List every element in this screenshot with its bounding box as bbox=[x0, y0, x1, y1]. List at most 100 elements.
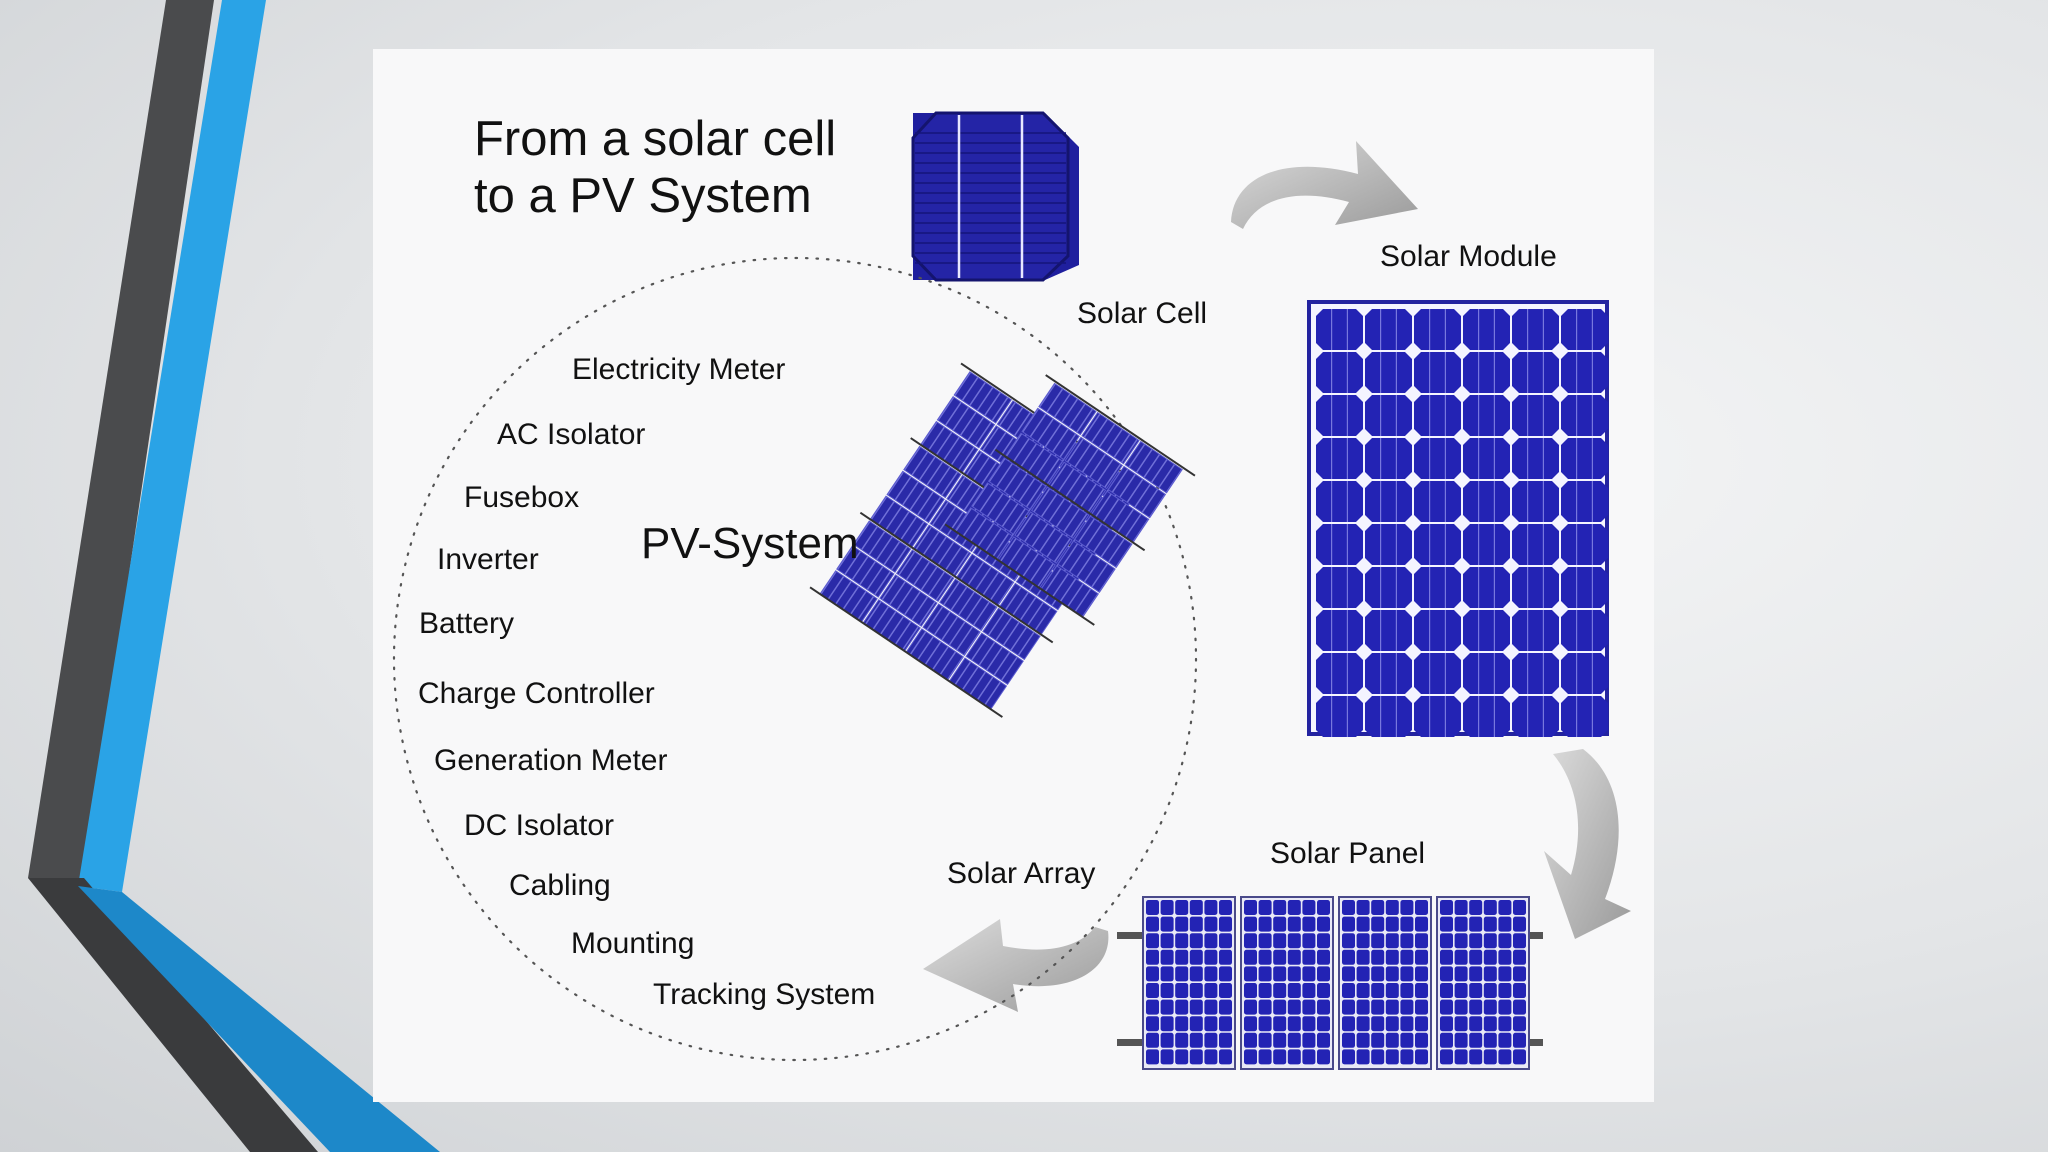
panel-cell bbox=[1287, 916, 1301, 932]
panel-cell bbox=[1302, 1049, 1316, 1065]
mounting-rail bbox=[1045, 374, 1196, 477]
panel-cell bbox=[1146, 949, 1159, 965]
panel-cell bbox=[1469, 1049, 1483, 1065]
panel-cell bbox=[1483, 1049, 1497, 1065]
panel-cell bbox=[1469, 1016, 1483, 1032]
panel-cell bbox=[1273, 916, 1287, 932]
panel-cell bbox=[1513, 966, 1526, 982]
module-cell bbox=[1365, 696, 1412, 737]
panel-cell bbox=[1219, 966, 1232, 982]
title-line-2: to a PV System bbox=[474, 169, 812, 223]
panel-cell bbox=[1175, 900, 1189, 915]
panel-cell bbox=[1342, 999, 1355, 1015]
array-module bbox=[836, 545, 895, 598]
module-cell bbox=[1512, 309, 1559, 350]
panel-cell bbox=[1146, 999, 1159, 1015]
panel-cell bbox=[1160, 1032, 1174, 1048]
panel-cell bbox=[1244, 999, 1257, 1015]
panel-cell bbox=[1189, 1049, 1203, 1065]
panel-cell bbox=[1415, 999, 1428, 1015]
panel-cell bbox=[1287, 1032, 1301, 1048]
panel-cell bbox=[1415, 966, 1428, 982]
panel-cell bbox=[1317, 999, 1330, 1015]
component-mounting: Mounting bbox=[571, 927, 695, 960]
panel-cell bbox=[1385, 949, 1399, 965]
panel-cell bbox=[1219, 1016, 1232, 1032]
component-ac-isolator: AC Isolator bbox=[497, 418, 646, 451]
panel-cell bbox=[1356, 983, 1370, 998]
module-cell bbox=[1463, 309, 1510, 350]
panel-cell bbox=[1160, 900, 1174, 915]
array-module bbox=[1124, 440, 1183, 494]
blue-stripe-upper bbox=[78, 0, 266, 892]
panel-cell bbox=[1371, 999, 1385, 1015]
panel-cell bbox=[1244, 966, 1257, 982]
module-cell bbox=[1561, 438, 1608, 479]
module-cell bbox=[1414, 567, 1461, 608]
module-cell bbox=[1414, 696, 1461, 737]
panel-cell bbox=[1258, 949, 1272, 965]
panel-cell bbox=[1483, 983, 1497, 998]
panel-cell bbox=[1513, 916, 1526, 932]
module-cell bbox=[1463, 524, 1510, 565]
panel-cell bbox=[1513, 949, 1526, 965]
panel-cell bbox=[1273, 999, 1287, 1015]
solar-panel-icon bbox=[1117, 896, 1543, 1070]
panel-cell bbox=[1371, 933, 1385, 949]
mounting-rail bbox=[944, 523, 1095, 626]
module-cell bbox=[1316, 653, 1363, 694]
panel-cell bbox=[1342, 949, 1355, 965]
arrow-module-to-panel-icon bbox=[1544, 749, 1631, 939]
panel-cell bbox=[1498, 966, 1512, 982]
panel-cell bbox=[1244, 916, 1257, 932]
panel-cell bbox=[1189, 966, 1203, 982]
component-inverter: Inverter bbox=[437, 543, 539, 576]
panel-cell bbox=[1400, 1016, 1414, 1032]
panel-cell bbox=[1273, 1049, 1287, 1065]
panel-cell bbox=[1356, 900, 1370, 915]
module-cell bbox=[1414, 610, 1461, 651]
panel-cell bbox=[1400, 1032, 1414, 1048]
module-cell bbox=[1365, 309, 1412, 350]
panel-cell bbox=[1204, 983, 1218, 998]
component-generation-meter: Generation Meter bbox=[434, 744, 668, 777]
module-cell bbox=[1414, 309, 1461, 350]
panel-cell bbox=[1371, 916, 1385, 932]
module-cell bbox=[1316, 524, 1363, 565]
panel-cell bbox=[1258, 1032, 1272, 1048]
module-cell bbox=[1512, 653, 1559, 694]
module-cell bbox=[1463, 653, 1510, 694]
panel-cell bbox=[1498, 900, 1512, 915]
component-cabling: Cabling bbox=[509, 869, 611, 902]
panel-cell bbox=[1219, 949, 1232, 965]
panel-cell bbox=[1483, 916, 1497, 932]
array-module bbox=[1074, 515, 1133, 569]
panel-cell bbox=[1469, 1032, 1483, 1048]
panel-cell bbox=[1175, 983, 1189, 998]
panel-cell bbox=[1273, 1016, 1287, 1032]
panel-cell bbox=[1356, 916, 1370, 932]
panel-cell bbox=[1273, 933, 1287, 949]
panel-cell bbox=[1469, 933, 1483, 949]
panel-cell bbox=[1317, 1016, 1330, 1032]
panel-cell bbox=[1440, 1032, 1453, 1048]
module-cell bbox=[1365, 567, 1412, 608]
panel-cell bbox=[1415, 900, 1428, 915]
panel-cell bbox=[1204, 966, 1218, 982]
mounting-rail bbox=[994, 448, 1146, 552]
panel-cell bbox=[1483, 1032, 1497, 1048]
panel-cell bbox=[1356, 999, 1370, 1015]
panel-cell bbox=[1189, 999, 1203, 1015]
panel-cell bbox=[1175, 1016, 1189, 1032]
module-cell bbox=[1365, 438, 1412, 479]
panel-cell bbox=[1454, 999, 1468, 1015]
dark-stripe-lower bbox=[28, 878, 318, 1152]
module-cell bbox=[1561, 567, 1608, 608]
panel-cell bbox=[1400, 916, 1414, 932]
module-cell bbox=[1512, 524, 1559, 565]
panel-cell bbox=[1513, 900, 1526, 915]
panel-cell bbox=[1189, 983, 1203, 998]
panel-cell bbox=[1146, 983, 1159, 998]
array-module bbox=[971, 482, 1030, 535]
module-cell bbox=[1316, 395, 1363, 436]
